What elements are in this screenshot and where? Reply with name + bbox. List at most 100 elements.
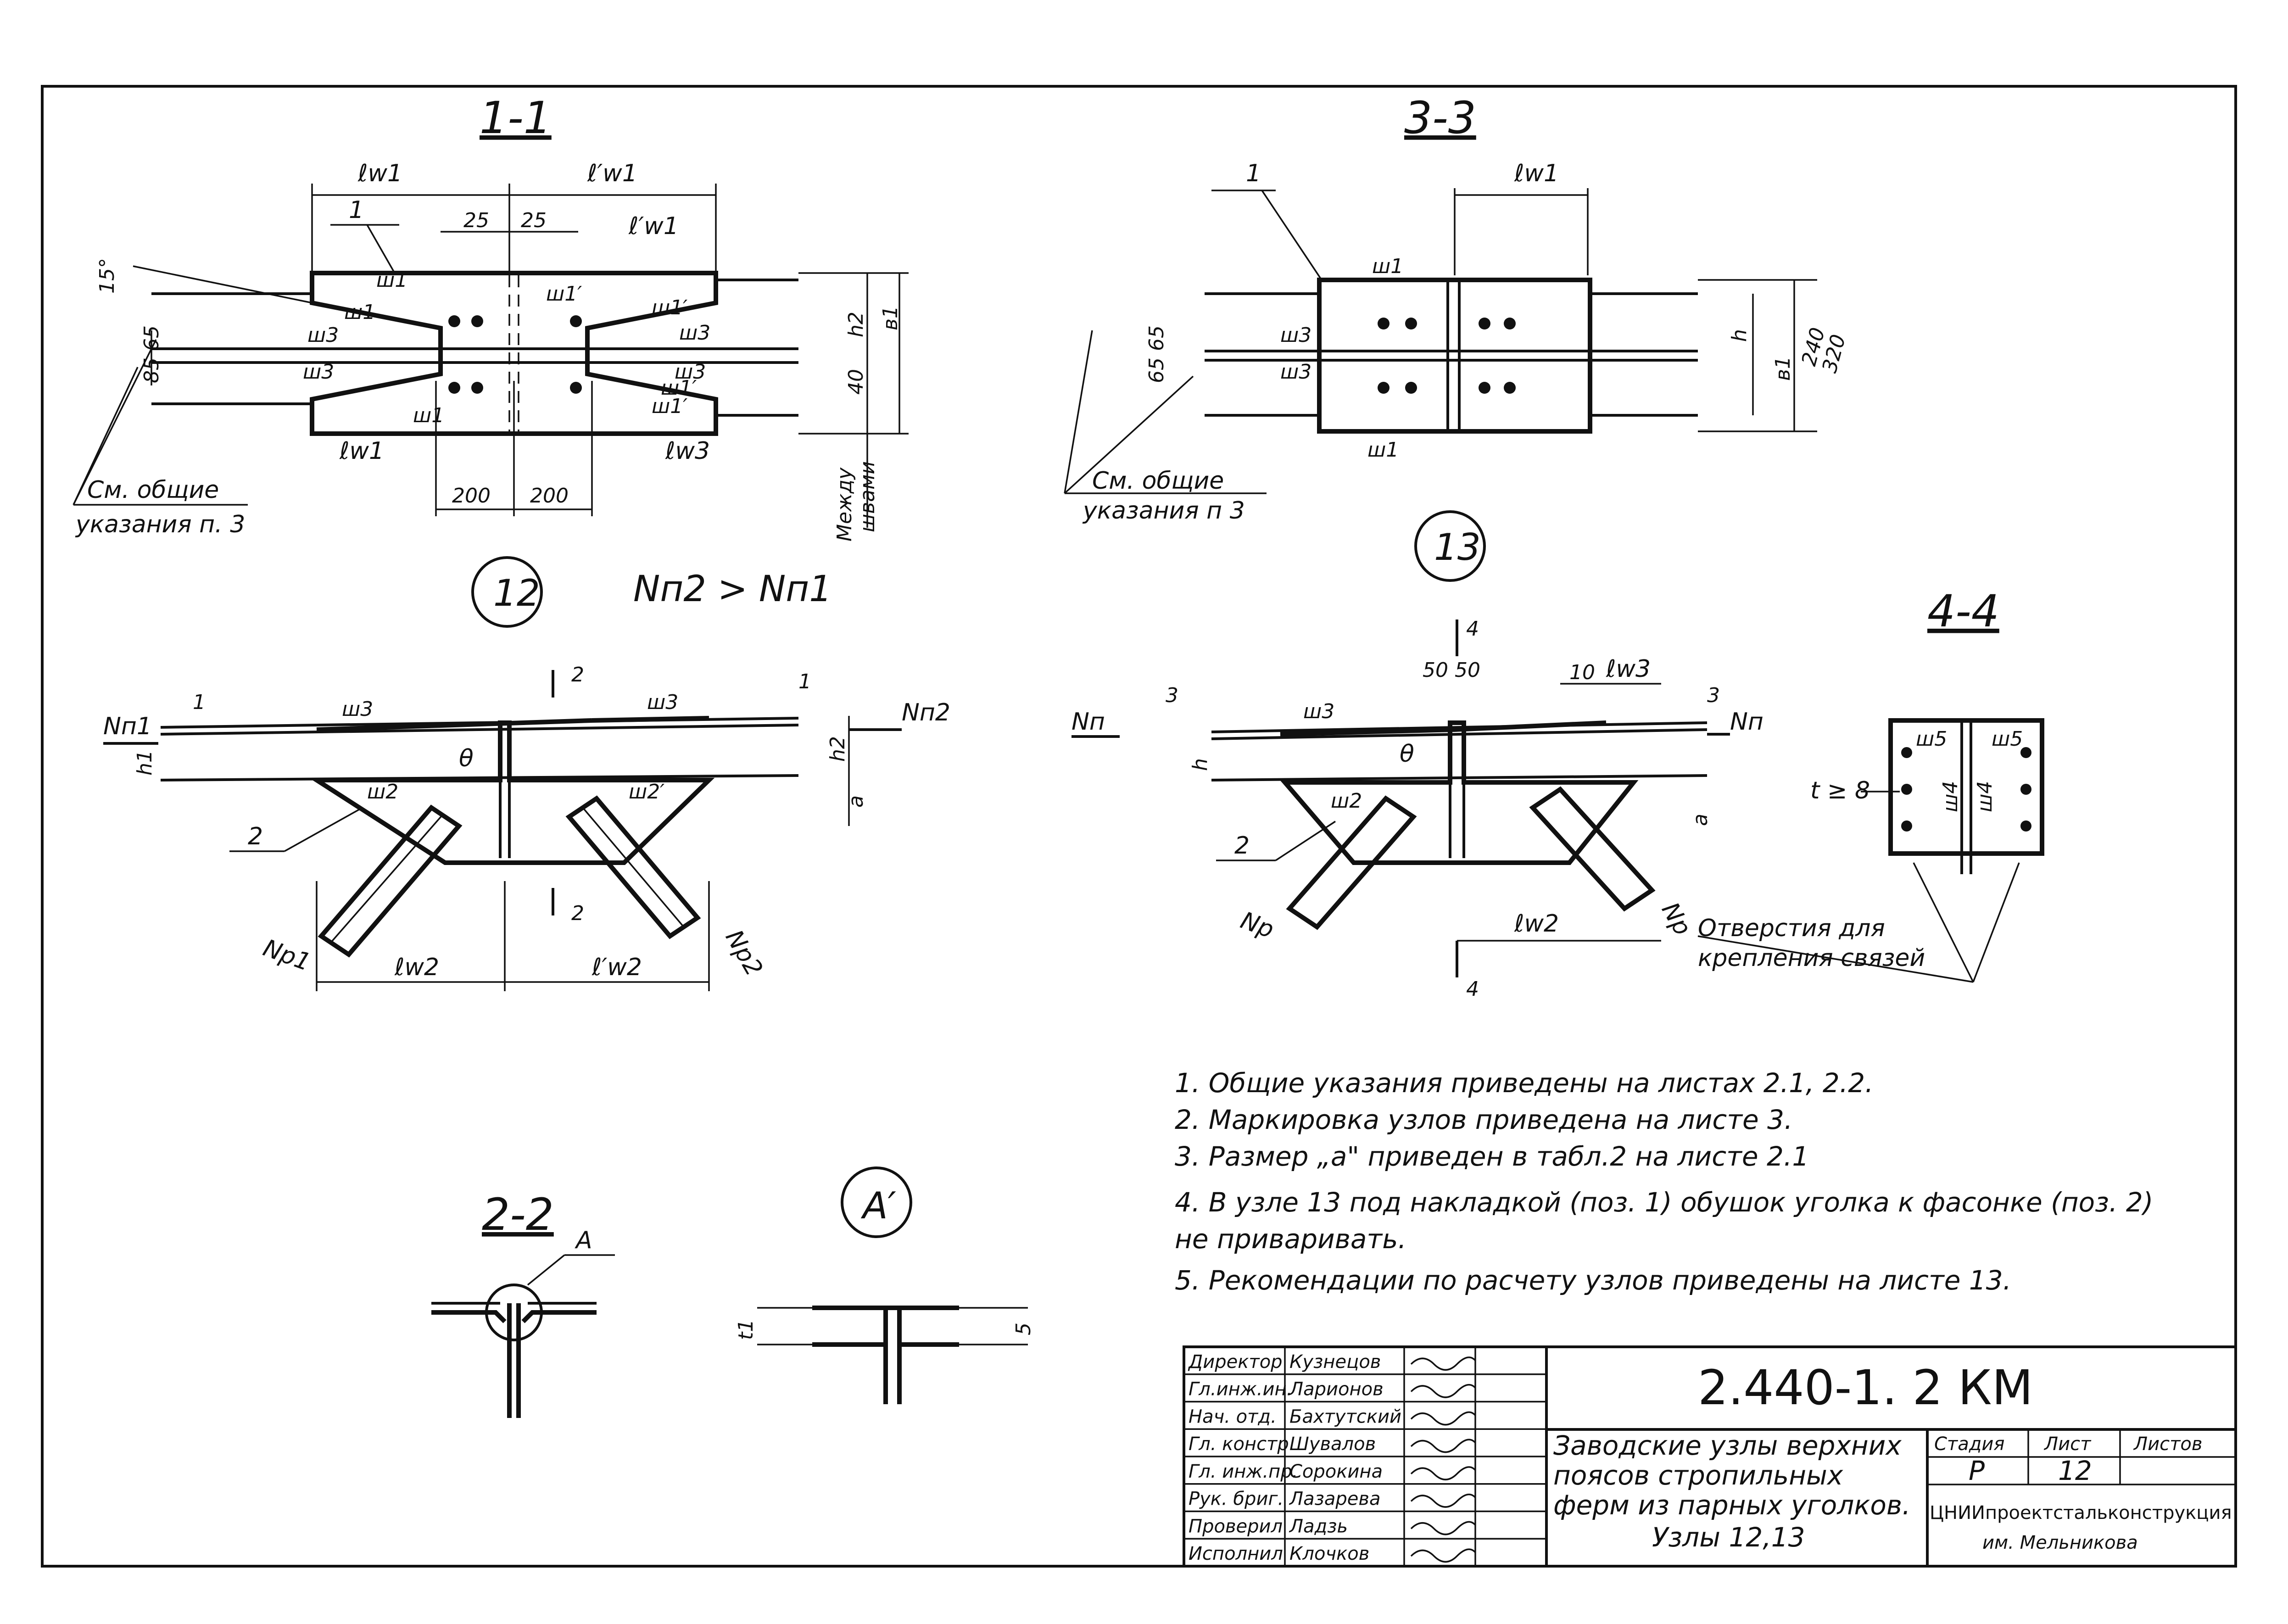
label-w3-12b: ш3 bbox=[647, 691, 678, 714]
dim-200-left: 200 bbox=[452, 484, 491, 508]
force-Np-right: Nр bbox=[1656, 898, 1696, 940]
see-note-1-1-line2: указания п. 3 bbox=[75, 511, 245, 538]
detail-A-prime-label: A′ bbox=[860, 1184, 896, 1227]
label-a-13: a bbox=[1689, 814, 1712, 826]
label-lw1-3-3: ℓw1 bbox=[1514, 160, 1559, 187]
staff-name: Кузнецов bbox=[1289, 1351, 1381, 1373]
section-1-1: 1-1 ℓw1 ℓ′w1 25 25 ℓ′w1 ш1 ш1′ ш1 ш1′ ш bbox=[73, 92, 909, 541]
stage-header: Стадия bbox=[1934, 1434, 2004, 1455]
label-w1p-a: ш1′ bbox=[546, 282, 582, 306]
sheet-header: Лист bbox=[2043, 1434, 2092, 1455]
note-4-cont: не приваривать. bbox=[1175, 1223, 1406, 1255]
dim-50-50: 50 50 bbox=[1423, 659, 1480, 682]
dim-200-right: 200 bbox=[530, 484, 569, 508]
label-lw1p-top: ℓ′w1 bbox=[587, 160, 637, 187]
label-w1-a: ш1 bbox=[376, 268, 407, 292]
node-13-elevation: ш3 ш2 θ 2 Nп Nп Nр Nр h a 50 50 10 ℓw3 3… bbox=[1071, 617, 1763, 1001]
node-13-marker: 13 bbox=[1414, 510, 1486, 582]
signature bbox=[1410, 1493, 1476, 1508]
node-12-elevation: ш3 ш3 ш2 ш2′ θ 2 Nп1 Nп2 Nр1 Nр2 h1 h2 a… bbox=[103, 663, 950, 991]
label-seams: швами bbox=[856, 461, 879, 532]
label-w3-13: ш3 bbox=[1303, 700, 1334, 723]
title-line-2: поясов стропильных bbox=[1553, 1460, 1843, 1491]
label-h-3-3: h bbox=[1728, 329, 1751, 342]
organization-sub: им. Мельникова bbox=[1982, 1532, 2138, 1553]
label-b1-3-3: в1 bbox=[1771, 356, 1795, 381]
label-w3-b: ш3 bbox=[679, 321, 710, 345]
label-w2p-12: ш2′ bbox=[629, 780, 664, 804]
section-title-2-2: 2-2 bbox=[482, 1189, 554, 1240]
sheet-value: 12 bbox=[2058, 1455, 2092, 1486]
label-w1-3-3a: ш1 bbox=[1372, 255, 1403, 278]
staff-name: Шувалов bbox=[1289, 1434, 1376, 1455]
drawing-code: 2.440-1. 2 КМ bbox=[1698, 1360, 2033, 1416]
general-notes: 1. Общие указания приведены на листах 2.… bbox=[1175, 1067, 2153, 1296]
section-3-3: 3-3 ℓw1 1 ш1 ш3 ш3 ш1 65 65 h в1 bbox=[1064, 92, 1850, 525]
label-lw3-1-1: ℓw3 bbox=[665, 437, 710, 465]
sheet-frame bbox=[41, 85, 2237, 1568]
cut-4-bottom: 4 bbox=[1466, 977, 1479, 1001]
staff-name: Бахтутский bbox=[1289, 1406, 1401, 1427]
note-1: 1. Общие указания приведены на листах 2.… bbox=[1175, 1067, 1874, 1099]
label-h1-12: h1 bbox=[133, 750, 156, 776]
label-w3-d: ш3 bbox=[675, 360, 706, 384]
staff-name: Лазарева bbox=[1289, 1489, 1380, 1510]
label-w3-12a: ш3 bbox=[342, 698, 373, 721]
signature bbox=[1410, 1384, 1476, 1398]
cut-3-right: 3 bbox=[1707, 684, 1720, 707]
label-lw3-13: ℓw3 bbox=[1606, 655, 1651, 683]
signature bbox=[1410, 1466, 1476, 1480]
note-3: 3. Размер „a" приведен в табл.2 на листе… bbox=[1175, 1141, 1809, 1172]
stage-value: Р bbox=[1969, 1455, 1985, 1486]
dim-25-right: 25 bbox=[521, 209, 547, 232]
note-2: 2. Маркировка узлов приведена на листе 3… bbox=[1175, 1104, 1793, 1135]
dim-15deg: 15° bbox=[95, 258, 119, 294]
force-Nn-right: Nп bbox=[1730, 708, 1763, 736]
label-h-13: h bbox=[1189, 758, 1212, 771]
dim-10: 10 bbox=[1569, 661, 1595, 684]
force-Nn-left: Nп bbox=[1071, 708, 1105, 736]
staff-role: Директор bbox=[1188, 1351, 1283, 1373]
title-line-3: ферм из парных уголков. bbox=[1553, 1490, 1911, 1521]
detail-A-prime: A′ t1 5 bbox=[734, 1166, 1035, 1404]
staff-role: Гл.инж.ин. bbox=[1189, 1379, 1292, 1400]
section-title-3-3: 3-3 bbox=[1404, 92, 1476, 144]
holes-note-line1: Отверстия для bbox=[1698, 915, 1885, 942]
cut-3-left: 3 bbox=[1166, 684, 1178, 707]
label-w1p-b: ш1′ bbox=[652, 296, 687, 319]
section-4-4: 4-4 ш5 ш5 ш4 ш4 t ≥ 8 Отверстия для креп… bbox=[1697, 586, 2044, 983]
force-Np2: Nр2 bbox=[720, 926, 768, 981]
label-b1-1-1: в1 bbox=[879, 306, 902, 330]
signature bbox=[1410, 1411, 1476, 1426]
staff-role: Гл. констр. bbox=[1189, 1434, 1295, 1455]
title-line-4: Узлы 12,13 bbox=[1652, 1522, 1805, 1553]
label-w5-right: ш5 bbox=[1992, 727, 2023, 751]
label-between: Между bbox=[833, 467, 856, 541]
label-w2-13: ш2 bbox=[1331, 789, 1362, 813]
staff-role: Рук. бриг. bbox=[1189, 1489, 1284, 1510]
force-Nn2: Nп2 bbox=[902, 699, 950, 726]
signature bbox=[1410, 1521, 1476, 1535]
label-lw1-bottom: ℓw1 bbox=[339, 437, 384, 465]
organization: ЦНИИпроектстальконструкция bbox=[1930, 1502, 2232, 1524]
label-lw2p-12: ℓ′w2 bbox=[592, 954, 642, 981]
label-w4-left: ш4 bbox=[1939, 781, 1962, 812]
dim-65-65: 65 65 bbox=[1145, 325, 1168, 383]
section-2-2: 2-2 A bbox=[431, 1189, 615, 1418]
label-w1p-c: ш1′ bbox=[661, 376, 697, 400]
label-theta-13: θ bbox=[1400, 740, 1414, 768]
node-13-label: 13 bbox=[1434, 526, 1481, 569]
staff-role: Проверил bbox=[1189, 1516, 1283, 1537]
label-w3-a: ш3 bbox=[307, 324, 339, 347]
staff-role: Гл. инж.пр. bbox=[1189, 1461, 1298, 1482]
force-Np1: Nр1 bbox=[260, 934, 314, 977]
label-w1-3-3b: ш1 bbox=[1367, 438, 1399, 462]
label-lw1-top: ℓw1 bbox=[357, 160, 402, 187]
label-theta-12: θ bbox=[459, 745, 474, 772]
label-w4-right: ш4 bbox=[1973, 781, 1997, 812]
bolt-holes-1-1 bbox=[448, 315, 582, 394]
label-w2-12: ш2 bbox=[367, 780, 398, 804]
